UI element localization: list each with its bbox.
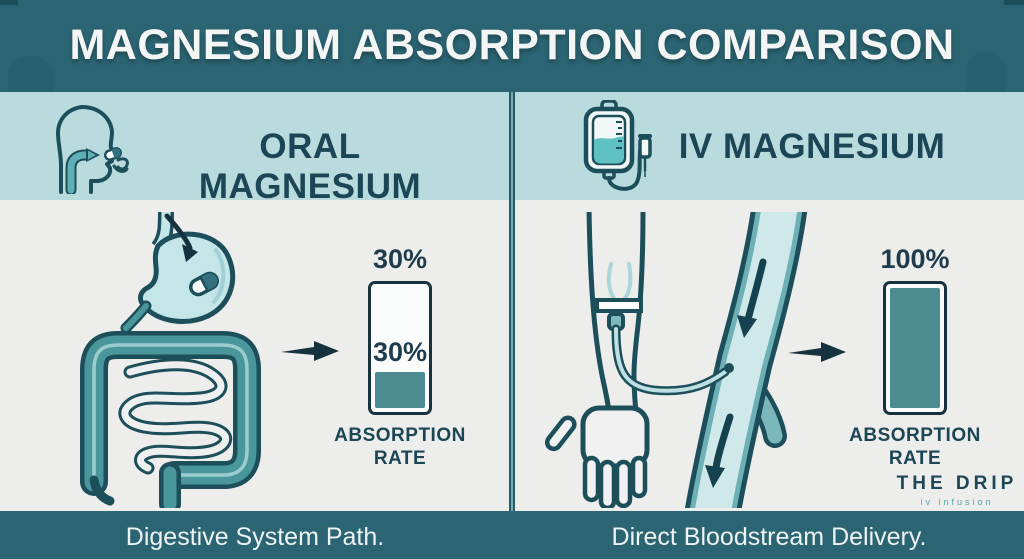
digestive-system-illustration <box>80 212 261 508</box>
iv-bag-icon <box>583 100 652 191</box>
oral-footer-text: Digestive System Path. <box>125 523 385 551</box>
corner-decoration-left <box>0 0 18 5</box>
iv-absorption-bar <box>883 281 947 415</box>
column-divider-core <box>511 92 513 559</box>
column-divider <box>509 92 515 559</box>
iv-bar-caption: ABSORPTION RATE <box>840 424 990 470</box>
oral-bar-caption: ABSORPTION RATE <box>325 424 475 470</box>
iv-rate-label: 100% <box>880 244 950 274</box>
header-banner: MAGNESIUM ABSORPTION COMPARISON <box>0 0 1024 92</box>
head-swallowing-pill-icon <box>56 105 129 194</box>
column-title-oral: ORAL MAGNESIUM <box>198 127 422 206</box>
arm-iv-bloodstream-illustration <box>545 212 808 508</box>
oral-rate-label: 30% <box>372 244 428 274</box>
corner-decoration-right <box>1004 0 1024 5</box>
brand-logo-name: THE DRIP <box>896 473 1018 494</box>
caption-line-2: RATE <box>888 448 942 469</box>
arch-decoration-right <box>966 52 1006 92</box>
column-title-iv: IV MAGNESIUM <box>678 127 946 166</box>
oral-bar-track <box>375 288 425 408</box>
caption-line-1: ABSORPTION <box>849 425 981 446</box>
oral-bar-fill <box>375 372 425 408</box>
footer-banner: Digestive System Path. Direct Bloodstrea… <box>0 511 1024 559</box>
iv-bar-track <box>890 288 940 408</box>
iv-footer-text: Direct Bloodstream Delivery. <box>611 523 927 551</box>
left-flow-arrow-icon <box>281 341 339 361</box>
caption-line-2: RATE <box>373 448 427 469</box>
brand-logo: THE DRIP iv infusion <box>893 473 1021 507</box>
iv-bar-fill <box>890 288 940 408</box>
oral-rate-inner-label: 30% <box>372 337 428 367</box>
oral-absorption-bar <box>368 281 432 415</box>
page-title: MAGNESIUM ABSORPTION COMPARISON <box>69 21 955 69</box>
brand-logo-tagline: iv infusion <box>920 497 994 507</box>
arch-decoration-left <box>8 56 54 92</box>
right-flow-arrow-icon <box>788 342 846 362</box>
caption-line-1: ABSORPTION <box>334 425 466 446</box>
